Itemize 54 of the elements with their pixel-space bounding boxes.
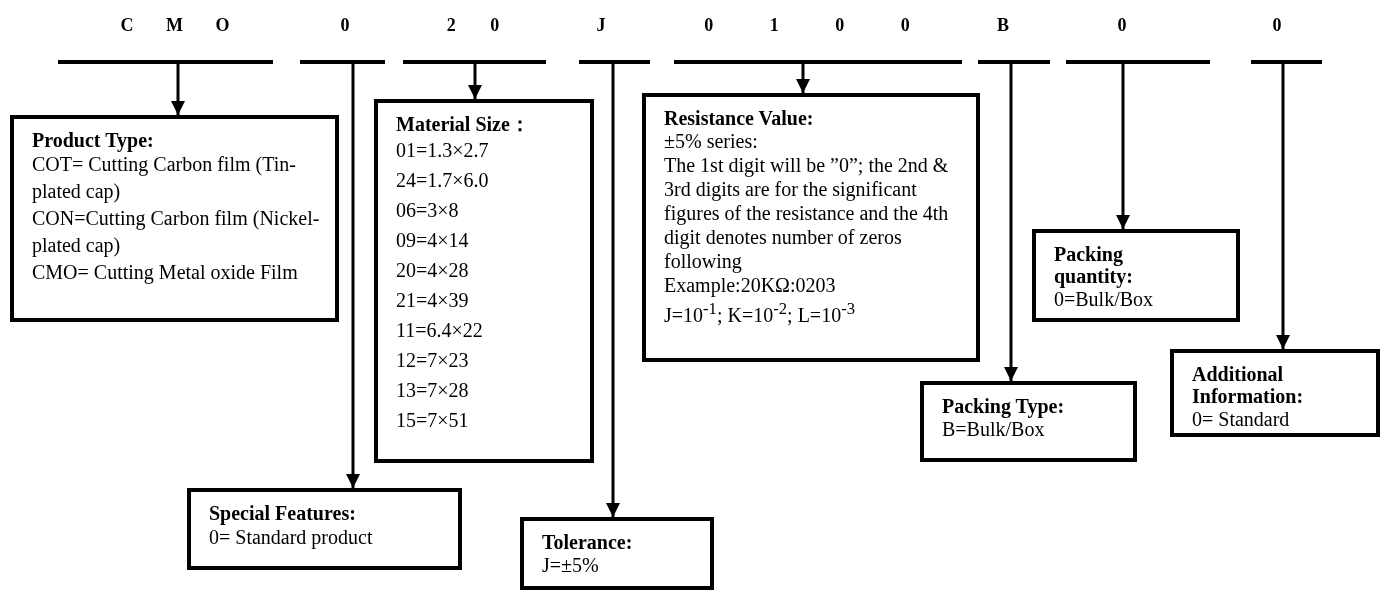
arrow xyxy=(346,64,360,488)
code-characters: 0 xyxy=(340,14,350,36)
box-text: 09=4×14 xyxy=(396,228,469,253)
box-text: The 1st digit will be ”0”; the 2nd & 3rd digits are for the significant figures of the resistance and the 4th digit denotes number of zeros following xyxy=(664,153,950,273)
box-heading: Tolerance: xyxy=(542,531,633,553)
description-box xyxy=(642,93,980,362)
box-text: 0= Standard xyxy=(1192,407,1290,431)
box-heading: Material Size： xyxy=(396,113,530,135)
arrow xyxy=(1276,64,1290,349)
box-text: ±5% series: xyxy=(664,129,758,153)
box-text: 11=6.4×22 xyxy=(396,318,483,343)
box-text: CMO= Cutting Metal oxide Film xyxy=(32,260,298,286)
box-text: J=±5% xyxy=(542,553,599,577)
box-text: Example:20KΩ:0203 xyxy=(664,273,836,297)
box-text: 13=7×28 xyxy=(396,378,469,403)
box-text: J=10$^{-1}$; K=10$^{-2}$; L=10$^{-3}$ xyxy=(664,298,856,327)
code-characters: 2 0 xyxy=(446,14,500,36)
code-characters: 0 xyxy=(1117,14,1127,36)
box-heading: Special Features: xyxy=(209,502,356,524)
box-heading: Packing quantity: xyxy=(1054,243,1134,287)
box-text: B=Bulk/Box xyxy=(942,418,1045,441)
box-text: 12=7×23 xyxy=(396,348,469,373)
box-text: COT= Cutting Carbon film (Tin-plated cap) xyxy=(32,152,297,205)
arrow xyxy=(468,64,482,99)
box-heading: Resistance Value: xyxy=(664,107,814,129)
box-text: 24=1.7×6.0 xyxy=(396,168,489,193)
arrow xyxy=(1004,64,1018,381)
box-text: 15=7×51 xyxy=(396,408,469,433)
code-characters: 0 1 0 0 xyxy=(704,14,910,36)
box-heading: Product Type: xyxy=(32,129,154,151)
box-text: 21=4×39 xyxy=(396,288,469,313)
box-heading: Additional Information: xyxy=(1192,363,1305,407)
code-characters: J xyxy=(596,14,606,36)
code-characters: B xyxy=(997,14,1009,36)
box-text: 01=1.3×2.7 xyxy=(396,138,489,163)
description-box xyxy=(187,488,462,570)
description-box xyxy=(1032,229,1240,322)
description-box xyxy=(10,115,339,322)
box-text: CON=Cutting Carbon film (Nickel-plated cap) xyxy=(32,206,321,259)
description-box xyxy=(520,517,714,590)
arrow xyxy=(796,64,810,93)
box-text: 0=Bulk/Box xyxy=(1054,288,1154,311)
description-box xyxy=(374,99,594,463)
arrow xyxy=(171,64,185,115)
description-box xyxy=(1170,349,1380,437)
arrow xyxy=(1116,64,1130,229)
box-text: 06=3×8 xyxy=(396,198,459,223)
arrow xyxy=(606,64,620,517)
code-characters: 0 xyxy=(1272,14,1282,36)
code-characters: C M O xyxy=(120,14,230,36)
box-text: 20=4×28 xyxy=(396,258,469,283)
box-heading: Packing Type: xyxy=(942,395,1065,417)
box-text: 0= Standard product xyxy=(209,525,373,551)
description-box xyxy=(920,381,1137,462)
